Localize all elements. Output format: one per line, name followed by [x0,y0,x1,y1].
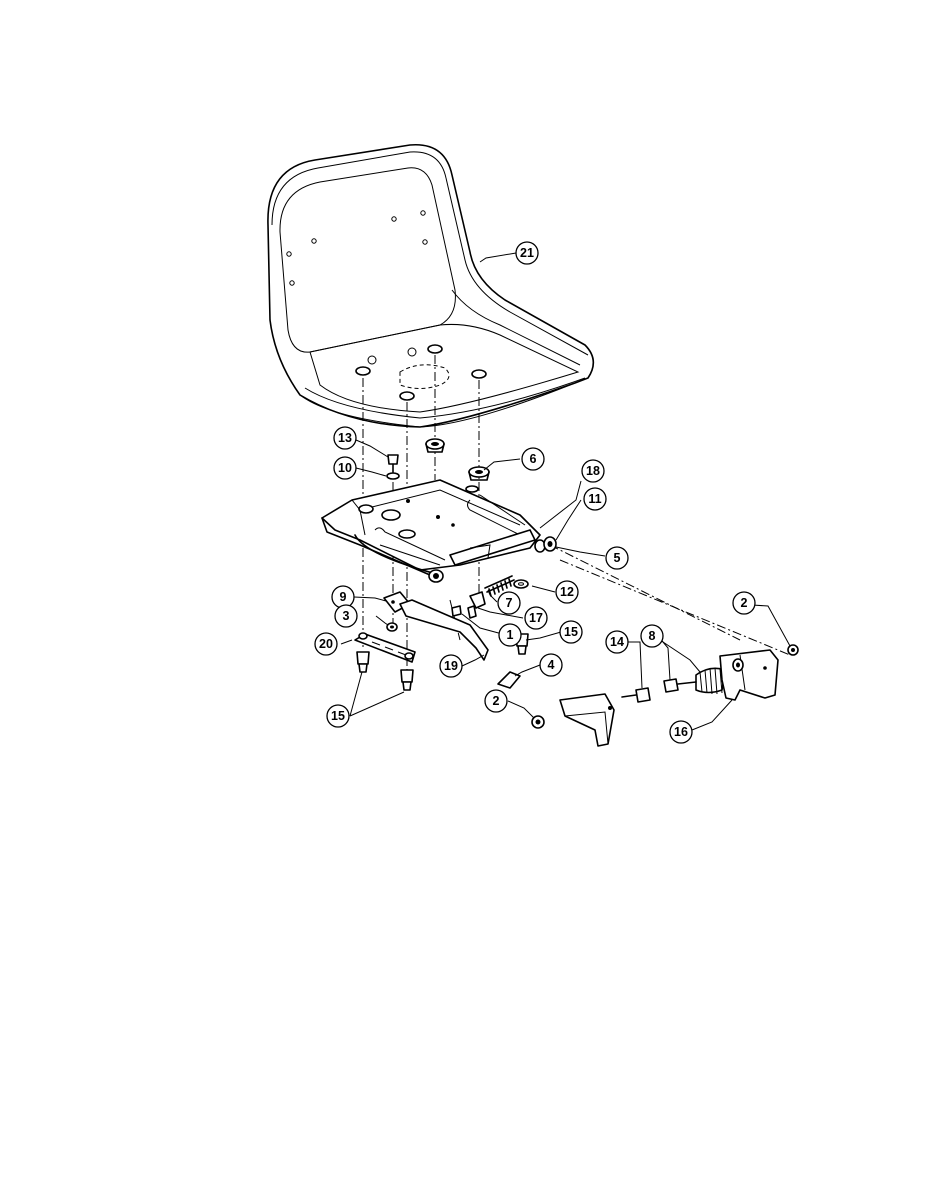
pivot-bracket-16 [719,649,779,701]
callout-17: 17 [524,606,548,630]
clip-17 [467,591,486,619]
svg-text:4: 4 [548,658,555,672]
bolt-14 [621,678,697,703]
svg-text:7: 7 [506,596,513,610]
bushing-upper [425,438,445,453]
svg-text:17: 17 [529,611,543,625]
callout-1: 1 [498,623,522,647]
nut-3 [386,622,398,632]
svg-text:18: 18 [586,464,600,478]
svg-text:21: 21 [520,246,534,260]
lower-bracket [559,693,615,747]
svg-text:15: 15 [564,625,578,639]
callout-2-right: 2 [732,591,756,615]
svg-text:14: 14 [610,635,624,649]
seat-shell [267,144,595,428]
svg-text:5: 5 [614,551,621,565]
bolt-15-left-b [400,669,414,691]
callout-11: 11 [583,487,607,511]
spring-8 [695,667,726,695]
svg-text:8: 8 [649,629,656,643]
bolt-15-left-a [356,651,370,673]
nut-2-left [531,715,545,729]
bushing-right [468,466,490,481]
bracket-9 [383,591,489,661]
callout-15-left: 15 [326,704,350,728]
svg-text:1: 1 [507,628,514,642]
svg-text:9: 9 [340,590,347,604]
svg-text:12: 12 [560,585,574,599]
callout-5: 5 [605,546,629,570]
slide-rail-20 [354,632,416,663]
callout-10: 10 [333,456,357,480]
seat-pan-plate [321,479,557,583]
callout-13: 13 [333,426,357,450]
svg-text:13: 13 [338,431,352,445]
callout-16: 16 [669,720,693,744]
svg-text:15: 15 [331,709,345,723]
callout-4: 4 [539,653,563,677]
callout-14: 14 [605,630,629,654]
callout-15-right: 15 [559,620,583,644]
callout-19: 19 [439,654,463,678]
callout-20: 20 [314,632,338,656]
svg-text:19: 19 [444,659,458,673]
washer-10 [386,472,400,480]
screw-1 [451,605,462,617]
svg-text:6: 6 [530,452,537,466]
svg-text:10: 10 [338,461,352,475]
svg-text:11: 11 [588,492,601,506]
spring-7 [484,575,515,597]
leader-lines [340,252,791,731]
callout-6: 6 [521,447,545,471]
callout-18: 18 [581,459,605,483]
callout-8: 8 [640,624,664,648]
callout-21: 21 [515,241,539,265]
callout-2-left: 2 [484,689,508,713]
svg-text:20: 20 [319,637,333,651]
svg-text:2: 2 [493,694,500,708]
callout-12: 12 [555,580,579,604]
svg-text:2: 2 [741,596,748,610]
washer-12 [513,579,529,589]
callout-7: 7 [497,591,521,615]
svg-text:3: 3 [343,609,350,623]
bolt-13 [387,454,399,473]
callout-9: 9 [331,585,355,609]
grip-4 [497,671,521,689]
svg-text:16: 16 [674,725,688,739]
nut-2-right [787,644,799,656]
callout-3: 3 [334,604,358,628]
